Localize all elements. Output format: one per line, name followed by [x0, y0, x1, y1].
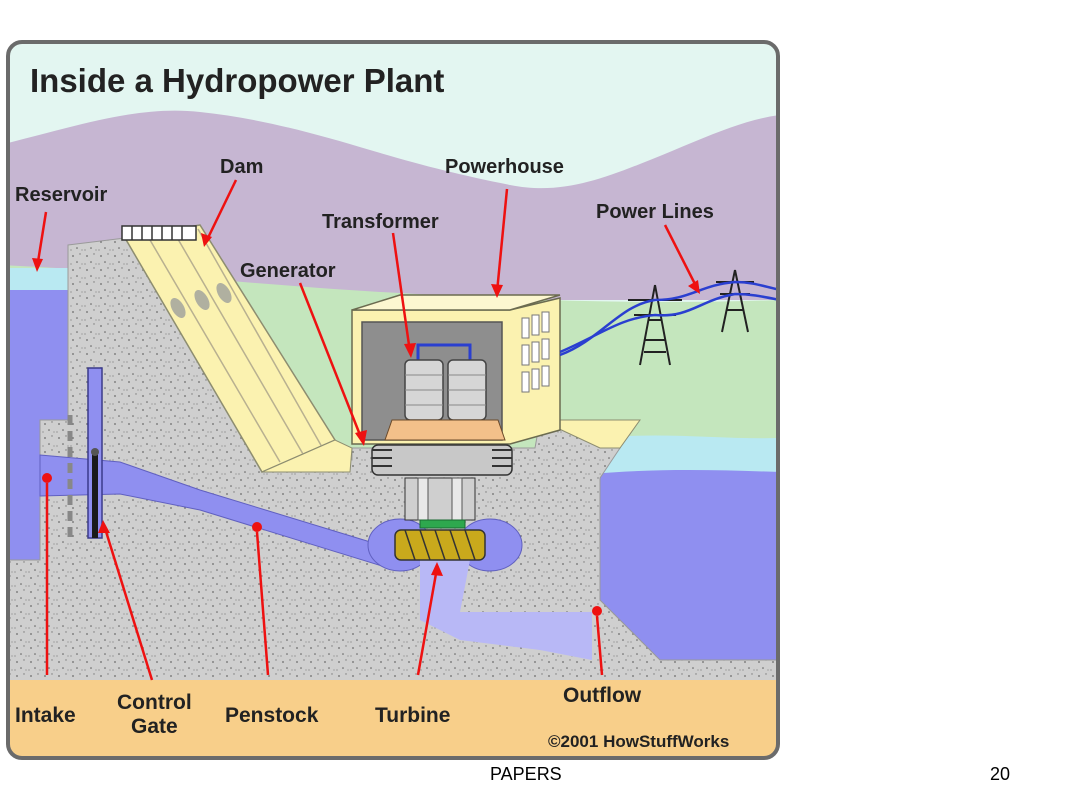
label-arrows [35, 179, 699, 681]
transformer-unit [384, 343, 506, 441]
generator-unit [371, 444, 513, 529]
label-intake: Intake [15, 704, 76, 727]
label-outflow: Outflow [563, 684, 642, 707]
turbine-unit [394, 529, 486, 561]
label-turbine: Turbine [375, 704, 450, 727]
page-number: 20 [990, 764, 1011, 784]
power-towers [559, 269, 778, 366]
label-penstock: Penstock [225, 704, 319, 727]
label-control-gate-line2: Gate [131, 715, 178, 738]
footer-label: PAPERS [490, 764, 562, 784]
diagram-title: Inside a Hydropower Plant [30, 62, 444, 99]
label-powerhouse: Powerhouse [445, 156, 564, 178]
label-transformer: Transformer [322, 211, 439, 233]
diagram-panel [8, 42, 778, 758]
label-control-gate-line1: Control [117, 691, 192, 714]
label-generator: Generator [240, 260, 336, 282]
outflow-channel [420, 560, 592, 660]
label-reservoir: Reservoir [15, 184, 107, 206]
copyright-text: ©2001 HowStuffWorks [548, 732, 729, 751]
label-dam: Dam [220, 156, 263, 178]
diagram-frame [6, 40, 780, 760]
ground [8, 680, 778, 758]
label-power-lines: Power Lines [596, 201, 714, 223]
